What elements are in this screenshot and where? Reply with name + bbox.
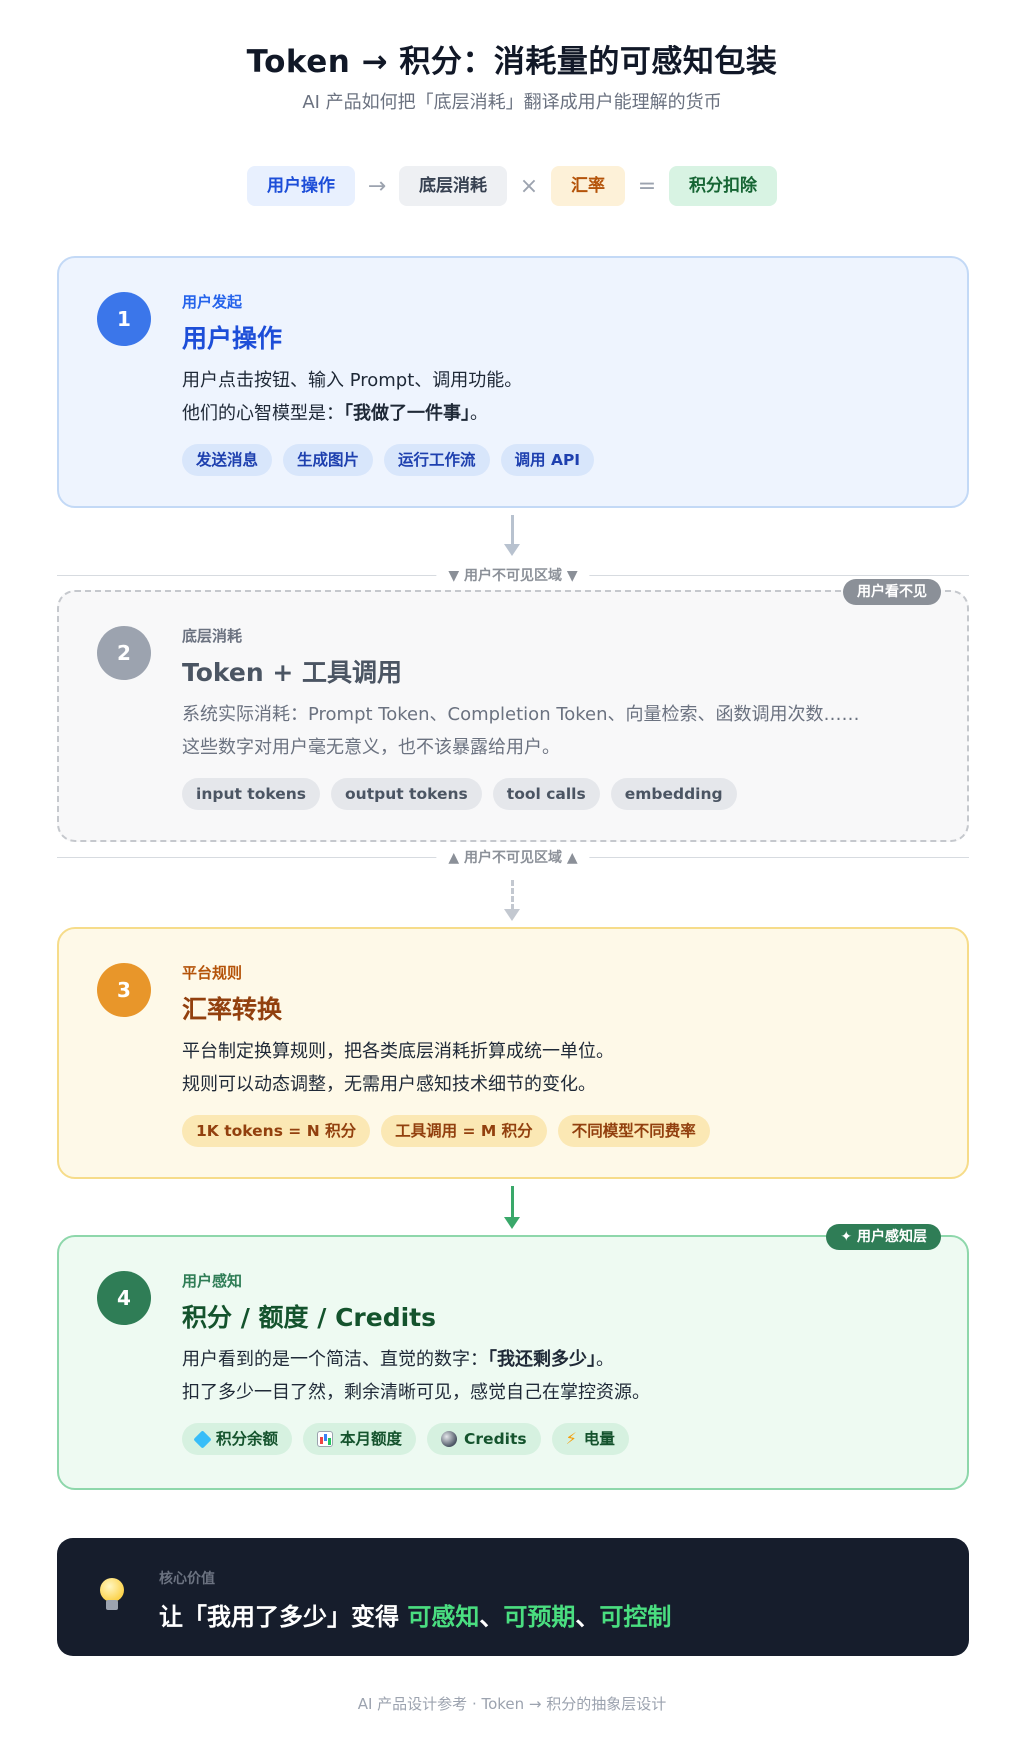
step-description: 用户看到的是一个简洁、直觉的数字：「我还剩多少」。 扣了多少一目了然，剩余清晰可… <box>182 1343 650 1409</box>
formula-row: 用户操作 → 底层消耗 × 汇率 = 积分扣除 <box>0 166 1024 206</box>
step-eyebrow: 用户感知 <box>182 1272 243 1290</box>
description-line: 平台制定换算规则，把各类底层消耗折算成统一单位。 <box>182 1041 614 1062</box>
tag: 运行工作流 <box>384 444 490 476</box>
step-card-user-perception: ✦ 用户感知层 4 用户感知 积分 / 额度 / Credits 用户看到的是一… <box>57 1224 969 1490</box>
core-value-banner: 核心价值 让「我用了多少」变得 可感知、可预期、可控制 <box>57 1538 969 1656</box>
page-subtitle: AI 产品如何把「底层消耗」翻译成用户能理解的货币 <box>302 92 722 113</box>
step-number-badge: 4 <box>97 1271 151 1325</box>
step-number-badge: 2 <box>97 626 151 680</box>
description-line: 扣了多少一目了然，剩余清晰可见，感觉自己在掌控资源。 <box>182 1382 650 1403</box>
perception-layer-badge: ✦ 用户感知层 <box>826 1224 941 1250</box>
tag: 1K tokens = N 积分 <box>182 1115 371 1147</box>
gem-icon <box>193 1429 212 1449</box>
description-line: 用户点击按钮、输入 Prompt、调用功能。 <box>182 370 523 391</box>
invisible-badge: 用户看不见 <box>843 579 941 605</box>
emphasis-text: 「我做了一件事」 <box>344 403 470 424</box>
step-eyebrow: 用户发起 <box>182 293 243 311</box>
tag: output tokens <box>331 778 482 810</box>
tag: 工具调用 = M 积分 <box>381 1115 547 1147</box>
core-value-statement: 让「我用了多少」变得 可感知、可预期、可控制 <box>159 1603 672 1631</box>
emphasis-text: 「我还剩多少」 <box>488 1349 596 1370</box>
arrow-down-icon <box>504 1186 520 1230</box>
step-heading: Token + 工具调用 <box>182 658 402 687</box>
formula-credits-deduction: 积分扣除 <box>669 166 777 206</box>
step-eyebrow: 底层消耗 <box>182 627 243 645</box>
tag-list: input tokens output tokens tool calls em… <box>182 778 737 810</box>
tag: 生成图片 <box>283 444 374 476</box>
tag-list: 积分余额 本月额度 Credits ⚡电量 <box>182 1423 629 1455</box>
description-line: 他们的心智模型是：「我做了一件事」。 <box>182 403 488 424</box>
tag-list: 1K tokens = N 积分 工具调用 = M 积分 不同模型不同费率 <box>182 1115 710 1147</box>
step-eyebrow: 平台规则 <box>182 964 243 982</box>
formula-underlying-cost: 底层消耗 <box>399 166 507 206</box>
bar-chart-icon <box>317 1431 334 1447</box>
step-number-badge: 3 <box>97 963 151 1017</box>
tag: tool calls <box>492 778 600 810</box>
step-description: 平台制定换算规则，把各类底层消耗折算成统一单位。 规则可以动态调整，无需用户感知… <box>182 1035 614 1101</box>
step-heading: 用户操作 <box>182 324 283 353</box>
arrow-right-icon: → <box>367 173 387 199</box>
tag-list: 发送消息 生成图片 运行工作流 调用 API <box>182 444 595 476</box>
lightning-icon: ⚡ <box>565 1429 577 1448</box>
coin-icon <box>441 1431 458 1447</box>
tag: 调用 API <box>500 444 595 476</box>
step-card-user-action: 1 用户发起 用户操作 用户点击按钮、输入 Prompt、调用功能。 他们的心智… <box>57 256 969 508</box>
tag: 本月额度 <box>303 1423 417 1455</box>
formula-user-action: 用户操作 <box>247 166 355 206</box>
invisible-zone-divider-top: ▼ 用户不可见区域 ▼ <box>57 566 969 586</box>
page-title: Token → 积分：消耗量的可感知包装 <box>246 44 778 80</box>
step-description: 系统实际消耗：Prompt Token、Completion Token、向量检… <box>182 698 860 764</box>
lightbulb-icon <box>100 1578 124 1610</box>
footer-note: AI 产品设计参考 · Token → 积分的抽象层设计 <box>357 1695 667 1713</box>
tag: 不同模型不同费率 <box>557 1115 710 1147</box>
description-line: 规则可以动态调整，无需用户感知技术细节的变化。 <box>182 1074 596 1095</box>
arrow-down-icon <box>504 515 520 557</box>
tag: input tokens <box>182 778 321 810</box>
dashed-arrow-down-icon <box>504 880 520 922</box>
tag: 发送消息 <box>182 444 273 476</box>
step-heading: 汇率转换 <box>182 995 283 1024</box>
description-line: 系统实际消耗：Prompt Token、Completion Token、向量检… <box>182 704 860 725</box>
description-line: 这些数字对用户毫无意义，也不该暴露给用户。 <box>182 737 560 758</box>
tag: 积分余额 <box>182 1423 293 1455</box>
zone-label: ▼ 用户不可见区域 ▼ <box>436 566 590 586</box>
core-value-eyebrow: 核心价值 <box>159 1571 215 1587</box>
tag: Credits <box>427 1423 541 1455</box>
tag: embedding <box>610 778 737 810</box>
description-line: 用户看到的是一个简洁、直觉的数字：「我还剩多少」。 <box>182 1349 614 1370</box>
formula-rate: 汇率 <box>551 166 625 206</box>
step-card-rate-conversion: 3 平台规则 汇率转换 平台制定换算规则，把各类底层消耗折算成统一单位。 规则可… <box>57 927 969 1179</box>
invisible-zone-divider-bottom: ▲ 用户不可见区域 ▲ <box>57 848 969 868</box>
zone-label: ▲ 用户不可见区域 ▲ <box>436 848 590 868</box>
multiply-icon: × <box>519 173 539 199</box>
tag: ⚡电量 <box>551 1423 629 1455</box>
step-description: 用户点击按钮、输入 Prompt、调用功能。 他们的心智模型是：「我做了一件事」… <box>182 364 522 430</box>
equals-icon: = <box>637 173 657 199</box>
step-heading: 积分 / 额度 / Credits <box>182 1303 437 1332</box>
step-number-badge: 1 <box>97 292 151 346</box>
step-card-underlying-cost: 用户看不见 2 底层消耗 Token + 工具调用 系统实际消耗：Prompt … <box>57 579 969 842</box>
